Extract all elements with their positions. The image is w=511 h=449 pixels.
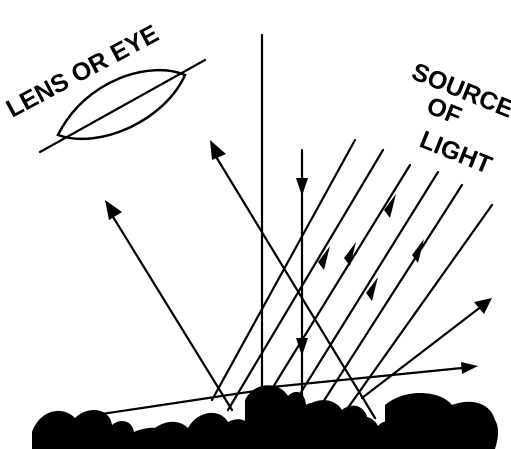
incident-ray-2 bbox=[228, 150, 383, 410]
rough-surface bbox=[32, 385, 498, 449]
reflected-arrowhead-3 bbox=[474, 298, 492, 314]
reflected-arrowhead-2 bbox=[210, 140, 226, 160]
reflected-arrowhead-1 bbox=[105, 200, 122, 220]
arrowhead-vertical-1 bbox=[296, 178, 308, 196]
arrowhead-3 bbox=[366, 277, 378, 301]
reflected-arrowhead-4 bbox=[461, 362, 478, 374]
incident-rays bbox=[212, 140, 492, 412]
source-label-line3: LIGHT bbox=[416, 126, 496, 180]
surface-blob-2 bbox=[150, 413, 255, 449]
reflected-ray-3 bbox=[362, 306, 482, 398]
incident-ray-4 bbox=[290, 172, 438, 410]
reflected-ray-4 bbox=[262, 368, 462, 388]
incident-ray-3 bbox=[262, 165, 410, 405]
incident-ray-1 bbox=[212, 140, 355, 400]
surface-blob-6 bbox=[385, 393, 498, 449]
reflected-ray-5 bbox=[95, 390, 262, 415]
surface-blob-1 bbox=[32, 410, 170, 449]
reflected-ray-1 bbox=[110, 212, 232, 410]
